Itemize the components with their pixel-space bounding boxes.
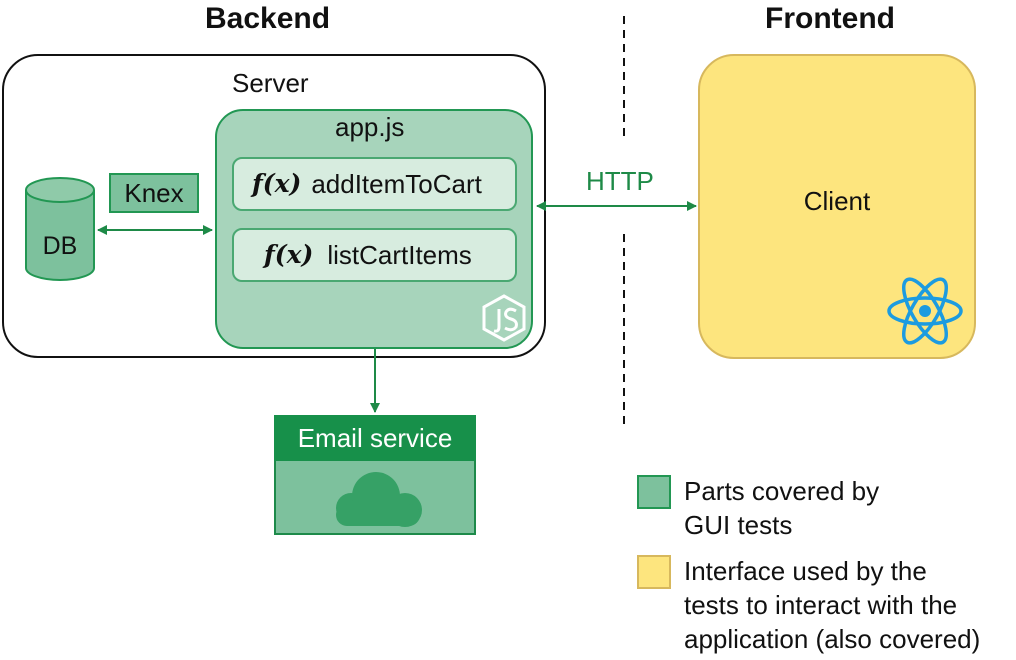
function-name: addItemToCart	[311, 169, 482, 199]
server-label: Server	[232, 68, 309, 98]
react-logo	[887, 277, 963, 345]
backend-heading: Backend	[205, 2, 331, 35]
legend-text: application (also covered)	[684, 624, 981, 654]
frontend-heading: Frontend	[765, 2, 895, 35]
nodejs-logo	[482, 294, 526, 342]
legend-swatch-green	[637, 475, 671, 509]
knex-box: Knex	[109, 173, 199, 213]
function-icon: f(x)	[264, 240, 314, 269]
http-label: HTTP	[586, 166, 654, 196]
legend-text: GUI tests	[684, 510, 793, 540]
legend-item-covered: Parts covered by GUI tests	[684, 474, 879, 542]
cloud-icon	[336, 472, 422, 527]
function-name: listCartItems	[327, 240, 472, 270]
database-icon	[25, 177, 95, 281]
function-icon: f(x)	[252, 169, 302, 198]
db-label: DB	[42, 232, 78, 260]
email-service-label: Email service	[274, 415, 476, 461]
legend-item-interface: Interface used by the tests to interact …	[684, 554, 980, 656]
legend-swatch-yellow	[637, 555, 671, 589]
function-list-cart-items: f(x) listCartItems	[232, 228, 517, 282]
appjs-label: app.js	[335, 112, 405, 142]
client-label: Client	[803, 186, 871, 216]
legend-text: tests to interact with the	[684, 590, 958, 620]
legend-text: Parts covered by	[684, 476, 880, 506]
function-add-item-to-cart: f(x) addItemToCart	[232, 157, 517, 211]
legend-text: Interface used by the	[684, 556, 927, 586]
